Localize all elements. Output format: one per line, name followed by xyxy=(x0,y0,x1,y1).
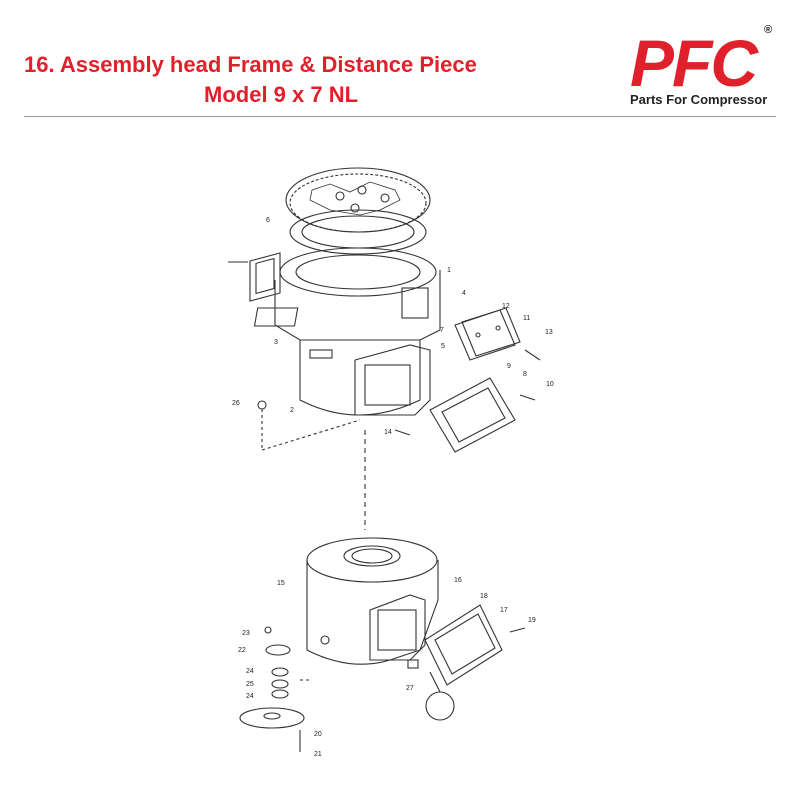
valve-plate xyxy=(285,167,431,233)
part-label: 7 xyxy=(440,327,444,334)
part-label: 6 xyxy=(266,217,270,224)
part-label: 1 xyxy=(447,267,451,274)
part-label: 19 xyxy=(528,617,536,624)
part-label: 26 xyxy=(232,400,240,407)
part-label: 11 xyxy=(523,315,530,322)
right-cover-plates xyxy=(454,307,541,361)
part-label: 16 xyxy=(454,577,462,584)
part-label: 15 xyxy=(277,580,285,587)
part-label: 10 xyxy=(546,381,554,388)
bottom-flange xyxy=(239,679,312,752)
page-title: 16. Assembly head Frame & Distance Piece xyxy=(24,52,477,77)
part-label: 17 xyxy=(500,607,508,614)
drain-fitting xyxy=(407,659,455,721)
part-label: 12 xyxy=(502,303,510,310)
part-label: 23 xyxy=(242,630,250,637)
logo-letters: PFC xyxy=(630,26,759,100)
registered-mark: ® xyxy=(764,24,773,36)
part-label: 22 xyxy=(238,647,246,654)
part-label: 4 xyxy=(462,290,466,297)
distance-piece-cover xyxy=(429,377,536,453)
part-label: 27 xyxy=(406,685,414,692)
part-label: 18 xyxy=(480,593,488,600)
pfc-logo: PFC xyxy=(630,26,761,100)
distance-piece-body xyxy=(306,537,439,665)
part-label: 2 xyxy=(290,407,294,414)
part-label: 24 xyxy=(246,693,254,700)
part-label: 13 xyxy=(545,329,553,336)
part-label: 3 xyxy=(274,339,278,346)
head-frame xyxy=(253,247,441,416)
bolts xyxy=(257,400,411,530)
part-label: 20 xyxy=(314,731,322,738)
part-label: 9 xyxy=(507,363,511,370)
washer-stack xyxy=(264,626,291,699)
part-label: 24 xyxy=(246,668,254,675)
header-divider xyxy=(24,116,776,117)
lower-cover-plate xyxy=(424,604,526,686)
part-label: 8 xyxy=(523,371,527,378)
part-label: 5 xyxy=(441,343,445,350)
part-label: 21 xyxy=(314,751,322,758)
part-label: 25 xyxy=(246,681,254,688)
part-label: 14 xyxy=(384,429,392,436)
part-number-labels: 1 2 3 4 5 6 7 8 9 10 11 12 13 14 15 16 1… xyxy=(232,217,554,758)
left-cover-plate xyxy=(228,252,281,302)
logo-tagline: Parts For Compressor xyxy=(630,92,768,107)
page-subtitle-model: Model 9 x 7 NL xyxy=(204,82,359,107)
